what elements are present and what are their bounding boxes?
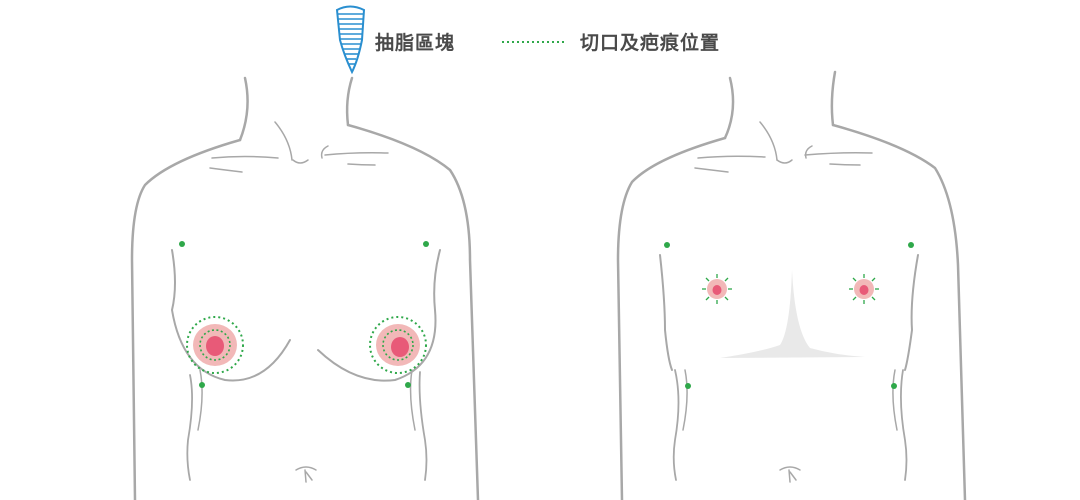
right-nipple-graft [849,274,879,304]
liposuction-area-swatch [335,5,366,75]
legend: 抽脂區塊 切口及疤痕位置 [0,0,1080,80]
female-torso-figure [130,76,480,500]
right-figure-incision-points [664,242,914,389]
legend-liposuction-label: 抽脂區塊 [375,32,456,54]
left-figure-incision-points [179,241,429,388]
legend-incision-label: 切口及疤痕位置 [580,32,721,54]
chest-shadow [720,270,865,358]
left-breast-areola [186,316,244,374]
right-breast-areola [369,316,427,374]
left-nipple-graft [702,274,732,304]
male-torso-figure [616,70,967,500]
